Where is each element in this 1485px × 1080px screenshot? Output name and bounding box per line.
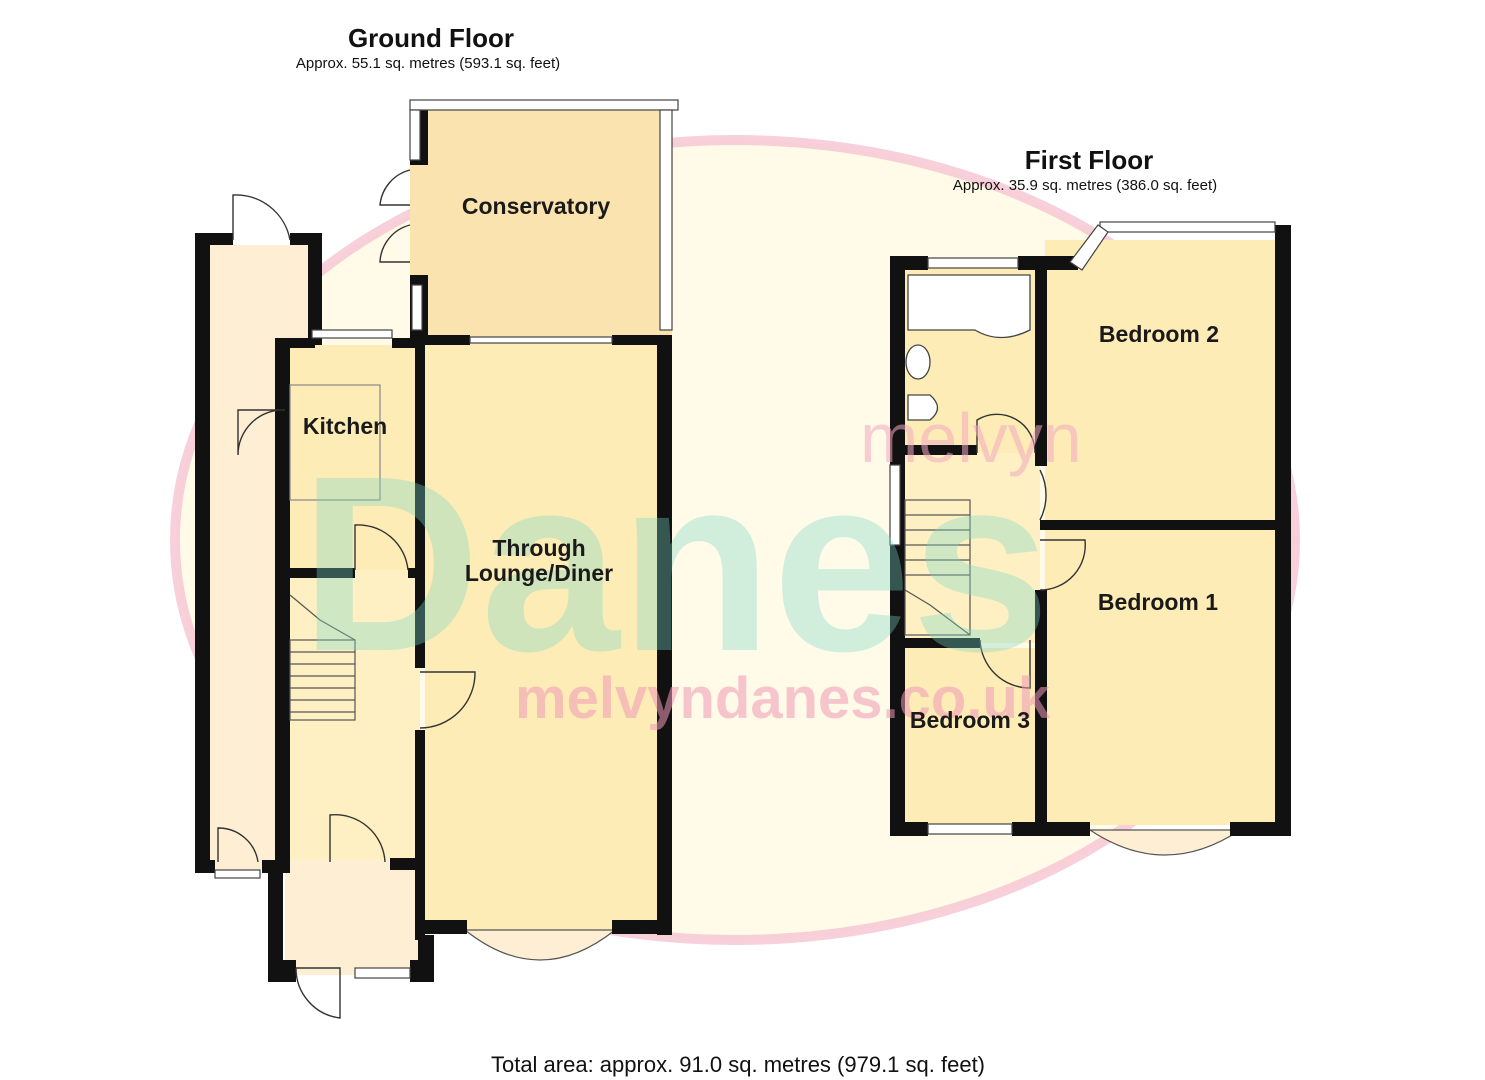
landing-window <box>889 464 901 546</box>
landing-area <box>905 453 1040 643</box>
kitchen-hall-door <box>354 524 409 571</box>
kitchen-area <box>285 345 420 570</box>
first-floor-stairs <box>904 499 971 636</box>
bedroom2-door <box>1039 469 1047 521</box>
conservatory-label: Conservatory <box>462 193 610 219</box>
bedroom1-bay <box>1088 829 1242 856</box>
lounge-hall-door <box>419 671 476 729</box>
conservatory-window-left <box>409 109 421 161</box>
lounge-bay <box>463 929 617 961</box>
basin-icon <box>905 344 931 380</box>
porch-area <box>285 860 420 975</box>
kitchen-window <box>311 329 393 339</box>
side-door-window <box>214 869 261 879</box>
watermark-name-big: Danes <box>300 424 1050 703</box>
ground-floor-title: Ground Floor <box>348 23 514 53</box>
bedroom3-door <box>979 639 1031 689</box>
bedroom1-label: Bedroom 1 <box>1098 589 1218 615</box>
porch-window <box>354 967 411 979</box>
side-gate-door <box>232 194 291 241</box>
conservatory-door <box>379 169 411 263</box>
bath-icon <box>907 274 1031 339</box>
front-door <box>295 967 341 1019</box>
ground-floor-area: Approx. 55.1 sq. metres (593.1 sq. feet) <box>296 55 560 72</box>
first-floor-plan <box>889 221 1291 856</box>
conservatory-window-side <box>659 109 673 331</box>
bedroom2-label: Bedroom 2 <box>1099 321 1219 347</box>
toilet-icon <box>907 394 939 421</box>
kitchen-label: Kitchen <box>303 413 387 439</box>
first-floor-area: Approx. 35.9 sq. metres (386.0 sq. feet) <box>953 177 1217 194</box>
bathroom-window <box>927 257 1019 269</box>
kitchen-side-door <box>237 409 286 456</box>
total-area: Total area: approx. 91.0 sq. metres (979… <box>491 1052 985 1077</box>
watermark-name-small: melvyn <box>860 399 1082 477</box>
passage-rear-door <box>217 827 259 863</box>
bedroom2-window <box>1099 221 1276 233</box>
first-floor-title: First Floor <box>1025 145 1154 175</box>
bedroom1-area <box>1045 530 1280 825</box>
conservatory-window-top <box>409 99 679 111</box>
bedroom3-window <box>927 823 1013 835</box>
lounge-label-line2: Lounge/Diner <box>465 560 613 586</box>
bathroom-door <box>976 413 1036 454</box>
bedroom2-area <box>1045 240 1280 523</box>
conservatory-window-lower <box>411 284 423 331</box>
conservatory-area <box>410 110 672 342</box>
ground-stairs <box>289 594 356 721</box>
lounge-area <box>425 340 660 930</box>
ground-floor-plan <box>195 99 679 1019</box>
watermark-url: melvyndanes.co.uk <box>515 666 1051 731</box>
bedroom2-angled-window <box>1069 224 1109 271</box>
kitchen-counter <box>289 384 381 501</box>
lounge-label-line1: Through <box>492 535 585 561</box>
porch-inner-door <box>329 814 386 863</box>
bedroom3-label: Bedroom 3 <box>910 707 1030 733</box>
bedroom3-area <box>905 648 1040 825</box>
hall-area <box>285 570 420 860</box>
lounge-patio-door <box>469 336 613 344</box>
bedroom1-door <box>1039 539 1086 591</box>
